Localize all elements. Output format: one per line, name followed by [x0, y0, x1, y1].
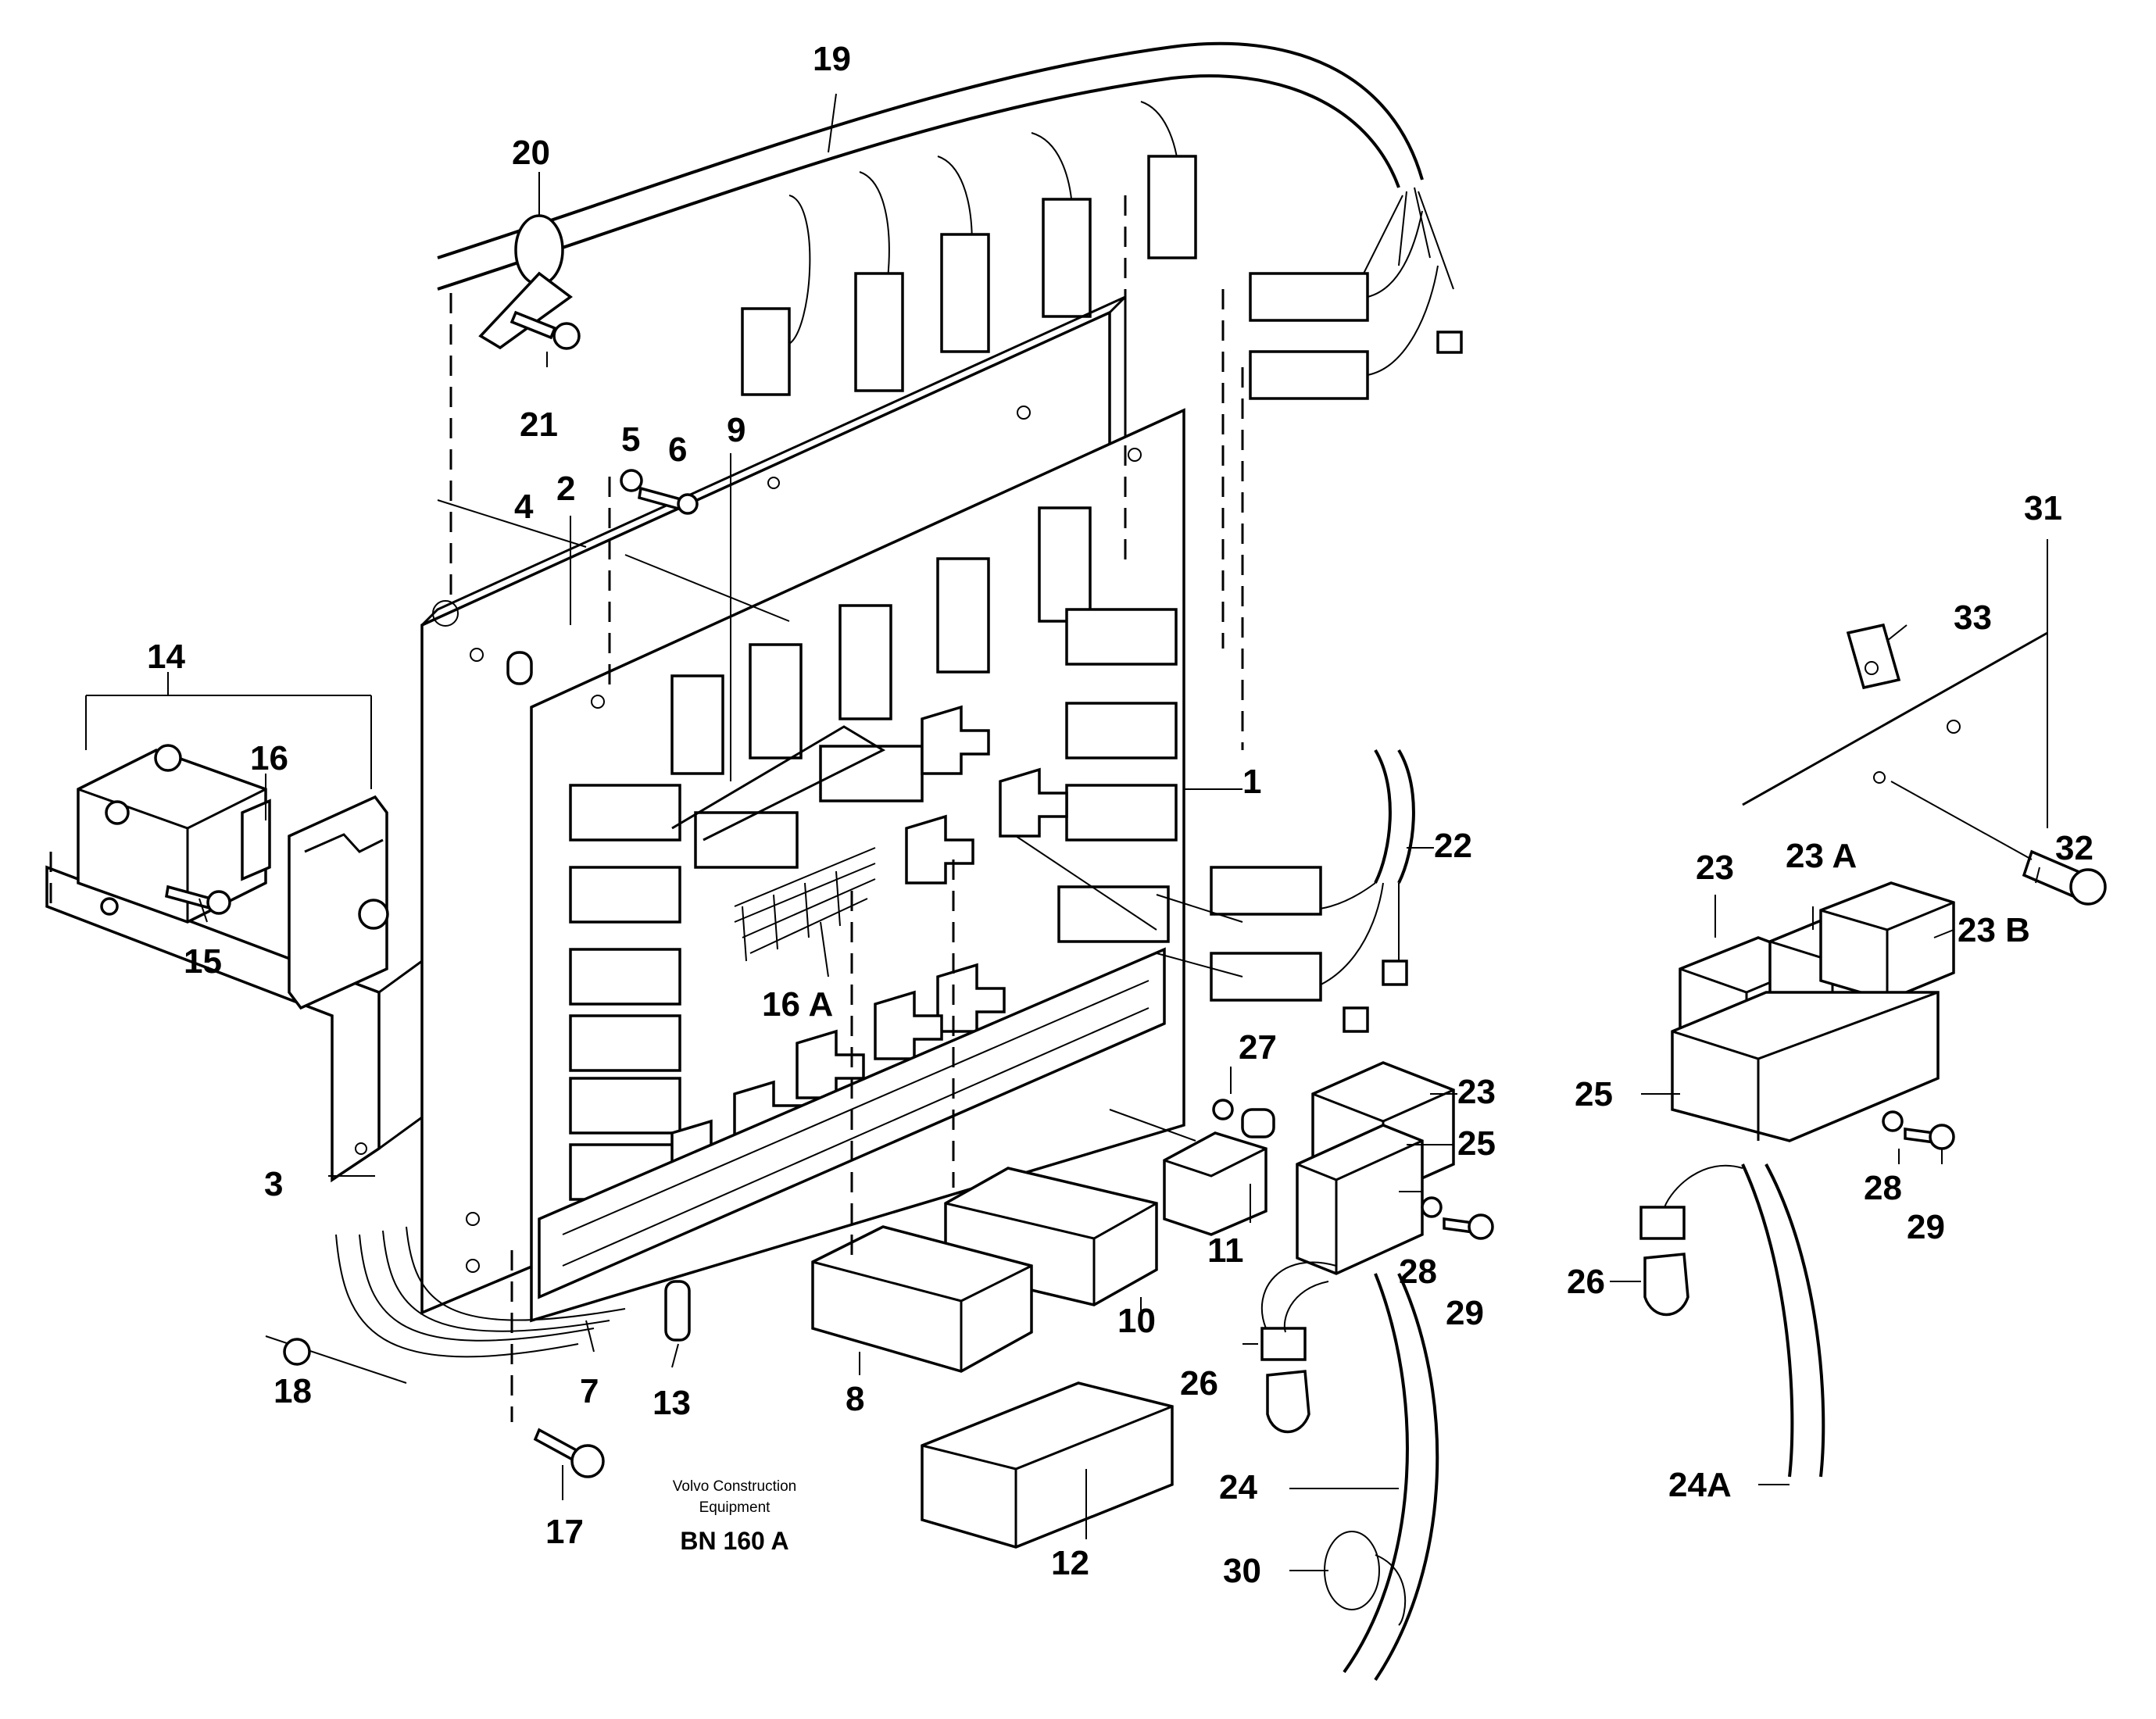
connector-26-right [1639, 1206, 1689, 1317]
callout-20: 20 [512, 134, 550, 172]
relay-socket-assembly [77, 744, 267, 924]
callout-3: 3 [264, 1165, 283, 1203]
callout-24a: 24A [1668, 1466, 1732, 1504]
callout-16: 16 [250, 739, 288, 777]
bracket [45, 865, 423, 1183]
callout-labels: 1 2 3 4 5 6 7 8 9 10 11 12 13 14 15 16 1… [147, 40, 2093, 1590]
callout-33: 33 [1954, 599, 1992, 637]
clip-33 [1846, 623, 1901, 690]
callout-13: 13 [653, 1384, 691, 1422]
callout-31: 31 [2024, 489, 2062, 527]
callout-5: 5 [621, 420, 640, 459]
mounting-plate-31 [1742, 631, 2048, 806]
callout-29-right: 29 [1907, 1208, 1945, 1246]
callout-26-mid: 26 [1180, 1364, 1218, 1403]
callout-7: 7 [580, 1372, 599, 1410]
screw-21 [510, 310, 581, 350]
harness-clip [478, 214, 573, 350]
callout-22: 22 [1434, 827, 1472, 865]
leader-lines [85, 93, 2048, 1571]
diagram-caption: Volvo Construction Equipment BN 160 A [673, 1478, 796, 1555]
callout-28-right: 28 [1864, 1169, 1902, 1207]
callout-24: 24 [1219, 1468, 1257, 1506]
callout-8: 8 [846, 1380, 864, 1418]
callout-23b: 23 B [1958, 911, 2030, 949]
loop-30 [1324, 1531, 1407, 1626]
pin-13 [664, 1280, 691, 1342]
harness-24 [1261, 1261, 1439, 1681]
washer-28-right [1882, 1110, 1904, 1132]
callout-16a: 16 A [762, 985, 833, 1024]
relay-socket-25-mid [1296, 1124, 1424, 1275]
screw-6 [638, 486, 699, 515]
screw-29-right [1904, 1124, 1955, 1150]
washer-5 [620, 469, 643, 492]
callout-28-mid: 28 [1399, 1253, 1437, 1291]
washer-28-mid [1421, 1196, 1443, 1218]
callout-17: 17 [545, 1513, 584, 1551]
nut-18 [283, 1338, 311, 1366]
callout-32: 32 [2055, 829, 2093, 867]
nut-27 [1212, 1099, 1275, 1138]
relay-socket-25-right [1671, 991, 1940, 1142]
callout-10: 10 [1117, 1302, 1156, 1340]
callout-29-mid: 29 [1446, 1294, 1484, 1332]
callout-9: 9 [727, 411, 745, 449]
screw-32 [2022, 849, 2107, 906]
assembly-lines [49, 195, 2033, 1422]
callout-11: 11 [1207, 1231, 1244, 1270]
cover-14 [288, 795, 389, 1010]
caption-division: Equipment [699, 1499, 771, 1516]
box-12 [921, 1381, 1174, 1549]
relay-11 [1163, 1131, 1267, 1236]
callout-15: 15 [184, 942, 222, 981]
cable-22 [1210, 749, 1415, 1033]
callout-26-right: 26 [1567, 1263, 1605, 1301]
connector-26-mid [1260, 1327, 1310, 1434]
callout-30: 30 [1223, 1552, 1261, 1590]
callout-12: 12 [1051, 1544, 1089, 1582]
jumper-wire [671, 725, 886, 842]
relay-23b [1819, 881, 1955, 1002]
main-harness-cable [437, 41, 1463, 400]
callout-23-right: 23 [1696, 849, 1734, 887]
spacer-4 [506, 651, 533, 685]
caption-company: Volvo Construction [673, 1478, 796, 1495]
callout-21: 21 [520, 406, 558, 444]
callout-1: 1 [1242, 763, 1261, 801]
callout-14: 14 [147, 638, 185, 676]
circuit-board [530, 408, 1185, 1323]
callout-25-right: 25 [1575, 1075, 1613, 1113]
callout-25-mid: 25 [1457, 1124, 1496, 1163]
screw-17 [533, 1428, 605, 1478]
callout-2: 2 [556, 470, 575, 508]
board-connectors [569, 506, 1178, 1201]
screw-29-mid [1443, 1213, 1494, 1240]
caption-code: BN 160 A [680, 1527, 788, 1555]
callout-6: 6 [668, 431, 687, 469]
bottom-wires [265, 1226, 626, 1384]
harness-24a [1664, 1163, 1825, 1478]
clip-16 [241, 799, 271, 881]
callout-23a: 23 A [1786, 837, 1857, 875]
pin-array [734, 847, 876, 962]
control-unit-8 [811, 1225, 1033, 1373]
callout-19: 19 [813, 40, 851, 78]
callout-18: 18 [274, 1372, 312, 1410]
callout-4: 4 [514, 488, 534, 526]
callout-27: 27 [1239, 1028, 1277, 1067]
callout-23-mid: 23 [1457, 1073, 1496, 1111]
